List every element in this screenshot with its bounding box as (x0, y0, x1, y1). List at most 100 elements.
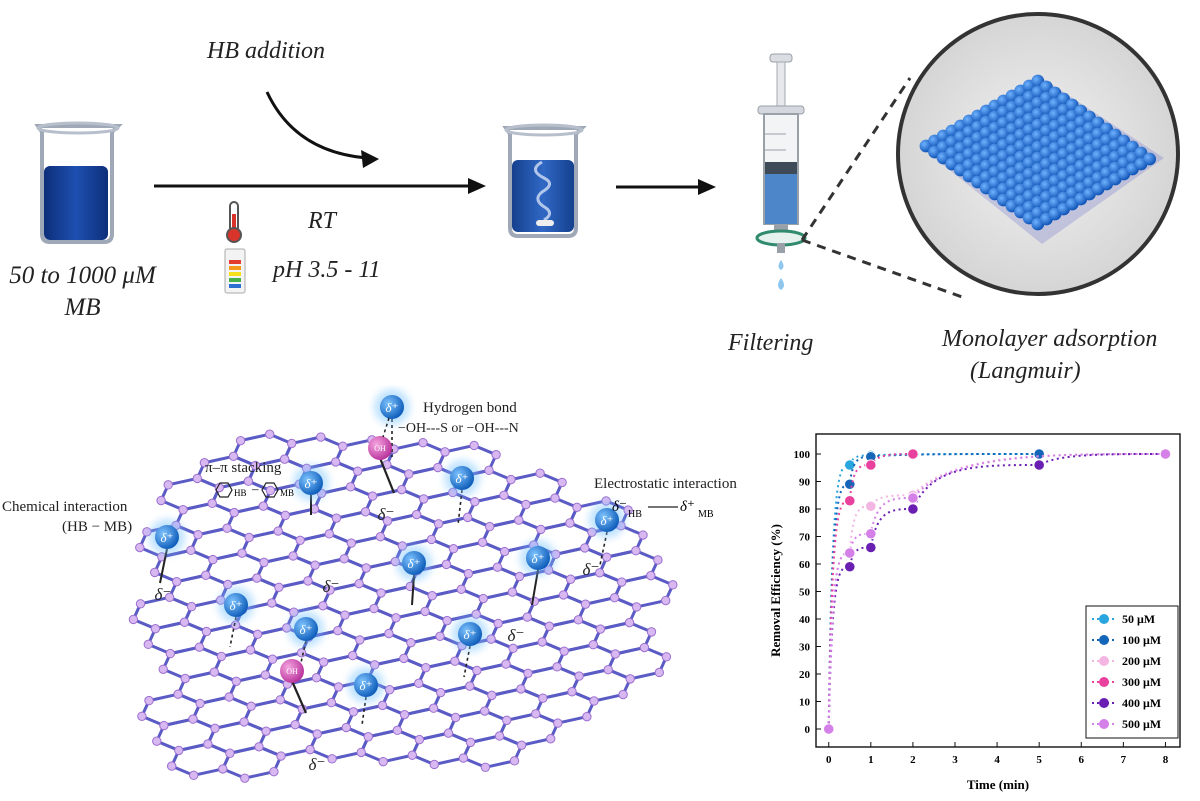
lattice-atom (553, 718, 563, 728)
lattice-atom (391, 613, 401, 623)
hb-addition-label: HB addition (207, 38, 325, 64)
lattice-atom (559, 646, 569, 656)
lattice-atom (463, 568, 474, 579)
data-point (865, 500, 877, 512)
lattice-atom (144, 695, 154, 706)
lattice-atom (646, 627, 657, 637)
ph-label: pH 3.5 - 11 (273, 257, 381, 283)
lattice-atom (228, 451, 239, 462)
electrostatic-formula: δ⁻ HB δ⁺ MB (612, 499, 714, 520)
lattice-atom (326, 697, 337, 708)
lattice-atom (178, 505, 188, 515)
lattice-atom (523, 668, 533, 678)
lattice-atom (610, 649, 621, 659)
lattice-atom (522, 612, 533, 622)
filtering-label: Filtering (728, 330, 814, 356)
delta-plus-label: δ⁺ (305, 476, 318, 491)
beaker-mixing-icon (502, 123, 587, 238)
lattice-atom (346, 538, 357, 548)
x-tick-label: 6 (1079, 754, 1085, 766)
lattice-atom (216, 651, 227, 662)
mb-cation (595, 508, 619, 532)
x-tick-label: 0 (826, 754, 832, 766)
mb-cation (224, 593, 248, 617)
lattice-atom (164, 592, 175, 603)
lattice-atom (269, 767, 279, 777)
lattice-atom (572, 502, 582, 513)
lattice-atom (353, 466, 363, 476)
lattice-atom (209, 667, 220, 677)
lattice-atom (653, 555, 663, 565)
lattice-atom (311, 672, 322, 683)
legend-label: 100 μM (1122, 633, 1161, 647)
lattice-atom (508, 643, 518, 654)
lattice-atom (565, 574, 576, 584)
lattice-atom (188, 714, 198, 724)
lattice-atom (252, 629, 263, 640)
legend-label: 200 μM (1122, 654, 1161, 668)
mb-cation (155, 525, 179, 549)
lattice-atom (458, 753, 469, 763)
lattice-atom (203, 739, 213, 749)
lattice-atom (429, 759, 440, 770)
lattice-atom (243, 476, 254, 486)
lattice-atom (443, 728, 454, 738)
lattice-atom (654, 667, 665, 678)
lattice-atom (426, 534, 437, 545)
lattice-atom (159, 720, 169, 731)
lattice-atom (493, 618, 503, 629)
y-tick-label: 100 (794, 449, 811, 461)
x-axis-title: Time (min) (967, 777, 1029, 792)
y-axis-title: Removal Efficiency (%) (768, 524, 783, 657)
lattice-atom (407, 750, 418, 760)
lattice-atom (516, 740, 527, 750)
lattice-atom (623, 505, 633, 515)
legend-label: 400 μM (1122, 696, 1161, 710)
lattice-atom (537, 637, 547, 647)
lattice-atom (433, 462, 443, 473)
lattice-atom (544, 621, 555, 631)
pi-mb-subscript: MB (280, 488, 294, 498)
lattice-atom (377, 700, 388, 711)
lattice-atom (567, 687, 577, 697)
lattice-atom (414, 678, 424, 689)
lattice-atom (582, 711, 592, 722)
lattice-atom (470, 497, 480, 507)
lattice-atom (507, 587, 518, 597)
legend-label: 500 μM (1122, 717, 1161, 731)
lattice-atom (531, 709, 541, 719)
lattice-atom (186, 545, 196, 556)
bond-line (299, 640, 307, 668)
lattice-atom (456, 584, 467, 594)
lattice-atom (341, 722, 352, 733)
data-point (823, 723, 835, 735)
monolayer-label: Monolayer adsorption (942, 326, 1158, 352)
lattice-atom (469, 440, 479, 451)
data-point (865, 528, 877, 540)
lattice-atom (296, 648, 307, 658)
mb-label: MB (64, 294, 101, 321)
electrostatic-title: Electrostatic interaction (594, 476, 737, 492)
lattice-atom (406, 638, 416, 648)
y-tick-label: 0 (805, 724, 811, 736)
lattice-atom (631, 602, 642, 612)
lattice-atom (450, 712, 461, 723)
lattice-atom (472, 665, 482, 676)
lattice-atom (367, 491, 378, 501)
lattice-atom (435, 631, 445, 642)
hydrogen-bond-formula: −OH---S or −OH---N (398, 421, 519, 436)
delta-minus-label: δ⁻ (508, 626, 525, 645)
lattice-atom (345, 482, 356, 492)
lattice-atom (128, 614, 139, 625)
y-tick-label: 80 (799, 504, 811, 516)
lattice-atom (491, 449, 501, 460)
lattice-atom (624, 617, 635, 628)
hydrogen-bond-title: Hydrogen bond (423, 400, 517, 416)
x-tick-label: 7 (1121, 754, 1127, 766)
lattice-atom (448, 544, 459, 554)
lattice-atom (370, 660, 380, 670)
x-tick-label: 2 (910, 754, 916, 766)
x-tick-label: 1 (868, 754, 874, 766)
data-point (865, 541, 877, 554)
